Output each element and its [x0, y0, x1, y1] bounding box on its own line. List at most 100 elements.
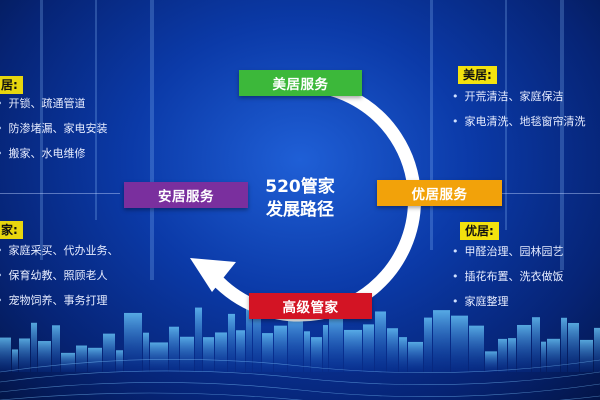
bullet-icon: • [452, 90, 459, 103]
skyline-building [236, 330, 245, 372]
list-item: •家庭整理 [452, 295, 564, 308]
bullet-icon: • [452, 245, 459, 258]
list-item-text: 开锁、疏通管道 [8, 97, 86, 110]
list-item-text: 插花布置、洗衣做饭 [464, 270, 564, 283]
skyline-building [424, 317, 432, 372]
skyline-building [38, 341, 51, 372]
skyline-building [0, 337, 11, 372]
skyline-building [568, 322, 579, 372]
cycle-arrowhead [190, 258, 236, 292]
skyline-building [61, 352, 75, 372]
skyline-building [19, 338, 30, 372]
skyline-building [375, 311, 386, 372]
stage-left-tag[interactable]: 安居服务 [124, 182, 248, 208]
skyline-building [508, 338, 516, 372]
bullet-icon: • [0, 122, 3, 135]
stage-left-label: 安居服务 [158, 189, 214, 205]
bullet-icon: • [452, 270, 459, 283]
skyline-building [228, 313, 235, 372]
list-item: • 宠物饲养、事务打理 [0, 294, 119, 307]
skyline-building [485, 351, 497, 372]
skyline-building [288, 314, 303, 372]
skyline-building [150, 342, 168, 372]
bullet-icon: • [0, 244, 3, 257]
skyline-building [469, 325, 484, 372]
list-item: •防渗堵漏、家电安装 [0, 122, 108, 135]
skyline-building [274, 325, 287, 372]
list-item: • 开锁、疏通管道 [0, 97, 108, 110]
stage-right-label: 优居服务 [411, 187, 468, 203]
top-right-list: • 开荒清洁、家庭保洁 • 家电清洗、地毯窗帘清洗 [452, 90, 586, 140]
skyline-building [580, 339, 593, 372]
bullet-icon: • [0, 269, 3, 282]
skyline-building [363, 324, 374, 372]
skyline-building [180, 336, 194, 372]
list-item-text: 开荒清洁、家庭保洁 [464, 90, 564, 103]
list-item: • 家庭采买、代办业务、 [0, 244, 119, 257]
stage-right-tag[interactable]: 优居服务 [377, 180, 502, 206]
skyline-building [12, 349, 18, 372]
skyline-building [203, 337, 214, 372]
skyline-building [262, 333, 273, 372]
list-item-text: 家电清洗、地毯窗帘清洗 [464, 115, 586, 128]
bullet-icon: • [452, 295, 459, 308]
skyline-building [547, 338, 560, 372]
skyline-building [195, 307, 202, 372]
skyline-building [498, 338, 507, 372]
list-item-text: 搬家、水电维修 [8, 147, 86, 160]
stage-top-tag[interactable]: 美居服务 [239, 70, 362, 96]
stage-bottom-tag[interactable]: 高级管家 [249, 293, 372, 319]
list-item: • 开荒清洁、家庭保洁 [452, 90, 586, 103]
bullet-icon: • [0, 147, 3, 160]
list-item: • 保育幼教、照顾老人 [0, 269, 119, 282]
stage-bottom-label: 高级管家 [282, 300, 339, 316]
list-item: • 搬家、水电维修 [0, 147, 108, 160]
list-item: • 甲醛治理、园林园艺 [452, 245, 564, 258]
center-title: 520管家 发展路径 [245, 176, 355, 222]
skyline-building [433, 310, 450, 372]
bullet-icon: • [0, 294, 3, 307]
list-item-text: 宠物饲养、事务打理 [8, 294, 108, 307]
skyline-building [143, 332, 149, 372]
skyline-building [124, 312, 142, 372]
skyline-building [76, 345, 87, 372]
skyline-building [541, 341, 546, 372]
skyline-building [311, 337, 322, 372]
stage-top-label: 美居服务 [272, 77, 329, 93]
list-item-text: 家庭采买、代办业务、 [8, 244, 119, 257]
skyline-building [304, 331, 310, 372]
skyline-building [52, 325, 60, 372]
skyline-building [399, 337, 407, 372]
bottom-left-list: • 家庭采买、代办业务、 • 保育幼教、照顾老人 • 宠物饲养、事务打理 [0, 244, 119, 319]
skyline-building [387, 328, 398, 372]
top-right-panel-title: 美居: [458, 66, 497, 84]
skyline-building [344, 329, 362, 372]
list-item-text: 保育幼教、照顾老人 [8, 269, 108, 282]
skyline-building [246, 306, 252, 372]
skyline-building [31, 322, 37, 372]
skyline-building [253, 307, 261, 372]
skyline-building [103, 333, 115, 372]
skyline-building [169, 326, 179, 372]
bottom-left-panel-title: 家: [0, 221, 23, 239]
list-item-text: 甲醛治理、园林园艺 [464, 245, 564, 258]
bullet-icon: • [452, 115, 459, 128]
skyline-building [215, 332, 227, 372]
skyline-building [116, 350, 123, 372]
skyline-building [451, 315, 468, 372]
skyline-building [517, 324, 531, 372]
center-title-line2: 发展路径 [266, 200, 334, 220]
skyline-building [532, 317, 540, 372]
bullet-icon: • [0, 97, 3, 110]
skyline-building [329, 316, 343, 372]
top-left-list: •开锁、疏通管道•防渗堵漏、家电安装•搬家、水电维修 [0, 97, 108, 172]
right-divider [474, 193, 600, 194]
top-left-panel-title: 居: [0, 76, 23, 94]
list-item: • 家电清洗、地毯窗帘清洗 [452, 115, 586, 128]
skyline-building [561, 317, 567, 372]
list-item: • 插花布置、洗衣做饭 [452, 270, 564, 283]
skyline-building [323, 325, 328, 372]
bottom-right-list: • 甲醛治理、园林园艺 • 插花布置、洗衣做饭 •家庭整理 [452, 245, 564, 320]
skyline-building [88, 347, 102, 372]
